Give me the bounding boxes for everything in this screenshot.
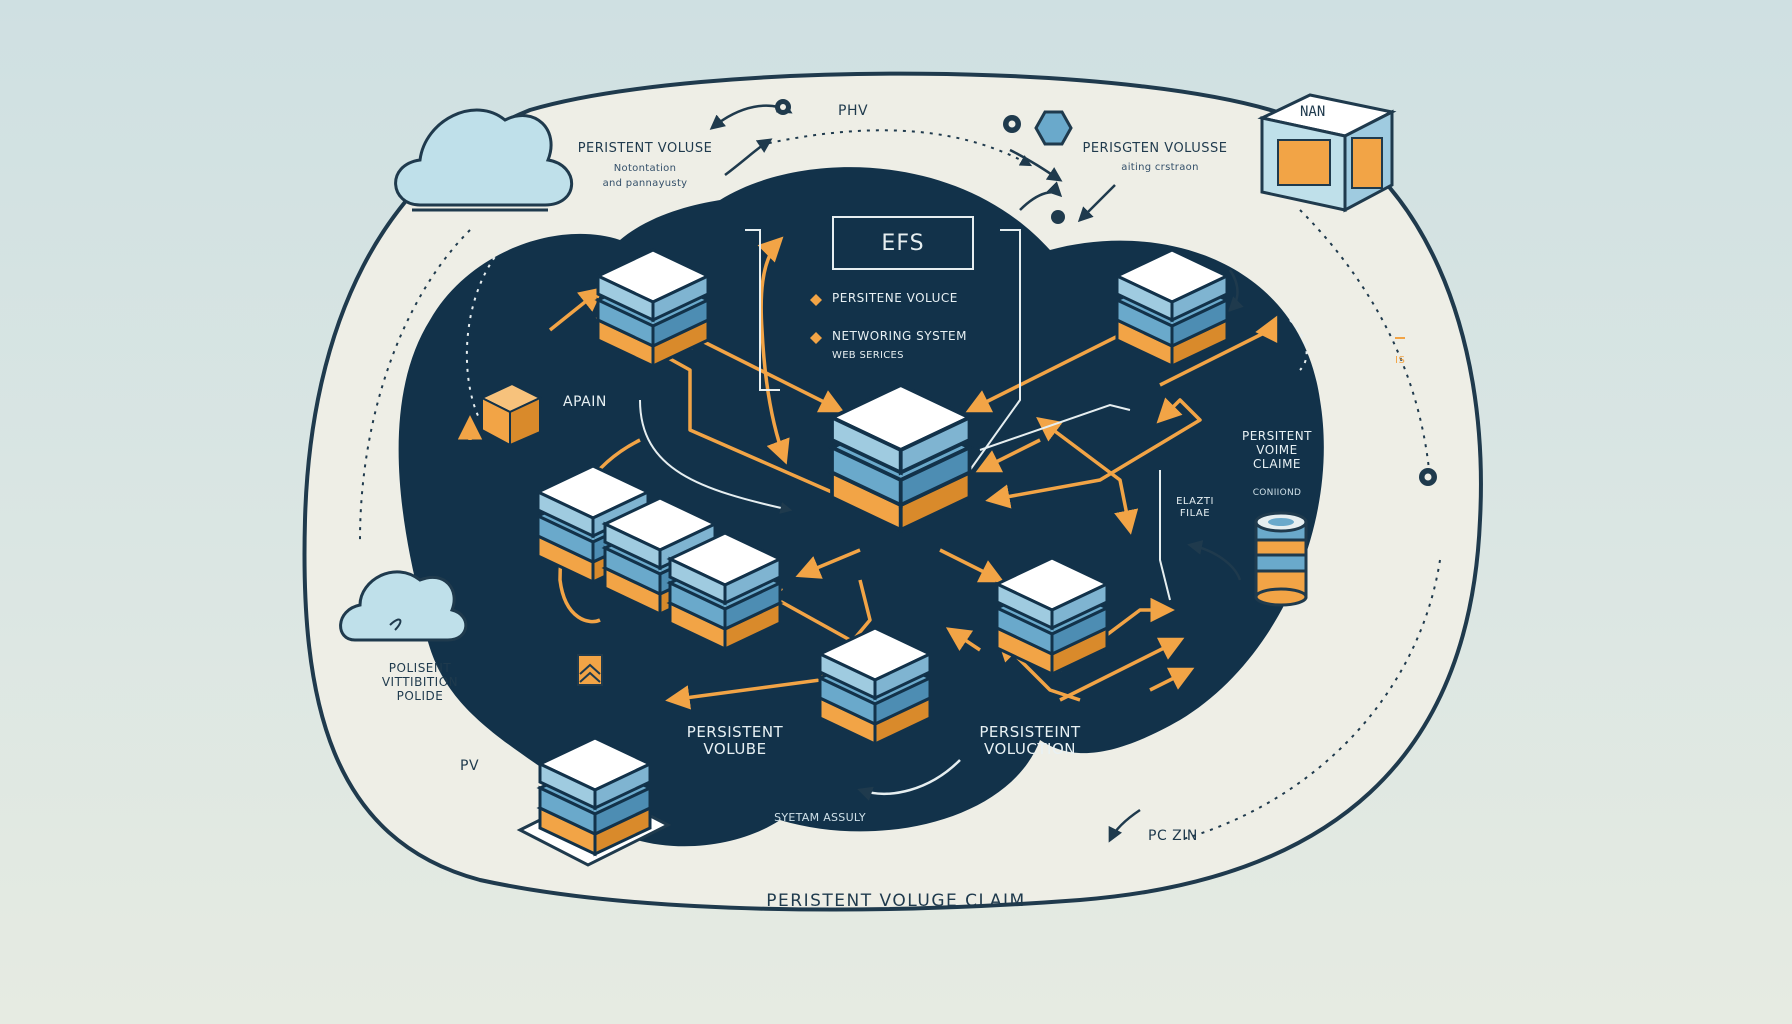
system-assembly-label: SYETAM ASSULY bbox=[774, 811, 866, 824]
top-left-subtitle-1: Notontation bbox=[613, 163, 677, 174]
server-stack-icon bbox=[1115, 248, 1229, 368]
orange-arrows bbox=[457, 236, 1278, 710]
legend-item-networking-system: NETWORING SYSTEM bbox=[832, 329, 967, 343]
top-right-subtitle: aiting crstraon bbox=[1121, 162, 1199, 173]
dotted-connectors bbox=[359, 129, 1441, 841]
top-left-subtitle-2: and pannayusty bbox=[602, 178, 688, 189]
database-icon bbox=[1254, 511, 1308, 607]
server-stack-icon bbox=[516, 736, 672, 867]
bookmark-icon bbox=[577, 654, 603, 686]
white-connectors bbox=[639, 229, 1171, 601]
cloud-icon bbox=[339, 570, 468, 642]
cube-icon bbox=[1257, 93, 1397, 213]
server-stack-icon bbox=[995, 556, 1109, 676]
pv-top-label: PHV bbox=[838, 103, 869, 119]
server-stack-icon bbox=[830, 383, 972, 532]
legend-item-web-services: WEB SERICES bbox=[832, 350, 904, 361]
nan-cube-label: NAN bbox=[1300, 104, 1326, 120]
gear-icon bbox=[775, 99, 1437, 486]
cube-icon bbox=[479, 382, 543, 447]
pc-zin-label: PC ZIN bbox=[1148, 828, 1198, 844]
right-edge-tag: IS bbox=[1395, 355, 1406, 366]
top-right-title: PERISGTEN VOLUSSE bbox=[1082, 141, 1228, 156]
hexagon-icon bbox=[1034, 110, 1073, 146]
server-stack-icon bbox=[818, 626, 932, 746]
left-policy-title: POLISENT VITTIBITION POLIDE bbox=[381, 661, 459, 703]
footer-title: PERISTENT VOLUGE CLAIM bbox=[766, 891, 1026, 911]
right-claim-subtitle: CONIIOND bbox=[1252, 488, 1302, 498]
cloud-icon bbox=[394, 108, 574, 212]
elastic-file-label: ELAZTI FILAE bbox=[1176, 496, 1214, 519]
legend-bullets bbox=[810, 294, 822, 344]
bottom-left-volume-title: PERSISTENT VOLUBE bbox=[686, 723, 784, 759]
pv-bottom-left-label: PV bbox=[460, 758, 480, 774]
server-stack-icon bbox=[596, 248, 710, 368]
top-left-title: PERISTENT VOLUSE bbox=[577, 141, 713, 156]
right-claim-title: PERSITENT VOIME CLAIME bbox=[1241, 429, 1313, 471]
bottom-right-volume-title: PERSISTEINT VOLUCTION bbox=[979, 723, 1081, 759]
apain-label: APAIN bbox=[563, 394, 607, 410]
legend-item-persistent-volume: PERSITENE VOLUCE bbox=[832, 291, 958, 305]
server-stack-icon bbox=[668, 531, 782, 651]
efs-node: EFS bbox=[832, 216, 974, 270]
